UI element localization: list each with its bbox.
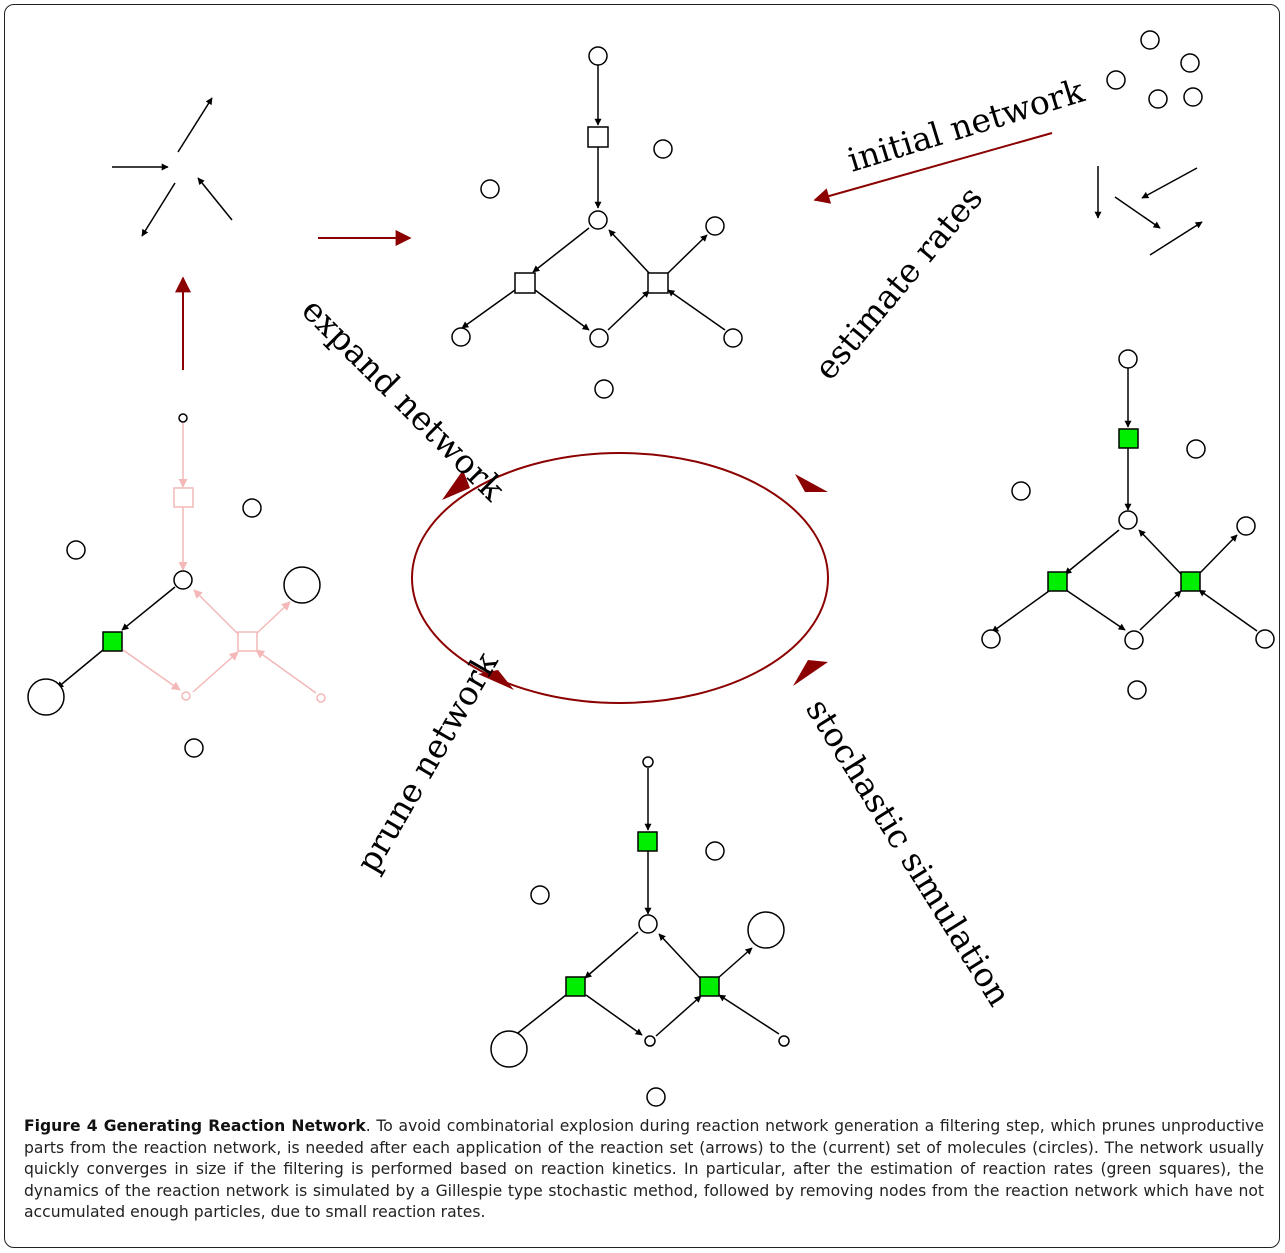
initial-molecules-group	[1106, 30, 1203, 109]
cycle-arrowhead-expand	[442, 470, 470, 500]
label-initial-network: initial network	[843, 70, 1089, 179]
expanded-network-group	[451, 46, 743, 399]
cycle-arrowhead-prune	[478, 670, 514, 690]
label-expand-network: expand network	[294, 290, 513, 509]
initial-reactions-group	[1094, 166, 1203, 256]
rated-network-group	[981, 349, 1275, 700]
initial-network-arrow	[813, 132, 1053, 204]
figure-frame	[4, 4, 1280, 1248]
caption-title: Figure 4 Generating Reaction Network	[24, 1117, 366, 1135]
figure-caption: Figure 4 Generating Reaction Network. To…	[24, 1116, 1264, 1224]
label-prune-network: prune network	[348, 644, 506, 879]
reaction-set-group	[112, 97, 233, 237]
label-stochastic-simulation: stochastic simulation	[798, 692, 1019, 1013]
label-estimate-rates: estimate rates	[806, 178, 990, 387]
cycle-arrowhead-simulate	[793, 660, 828, 686]
caption-text: . To avoid combinatorial explosion durin…	[24, 1117, 1264, 1221]
cycle-arrowhead-estimate	[795, 474, 828, 492]
pruned-network-group	[27, 413, 326, 758]
cycle-ellipse	[411, 452, 829, 704]
simulated-network-group	[490, 756, 790, 1107]
